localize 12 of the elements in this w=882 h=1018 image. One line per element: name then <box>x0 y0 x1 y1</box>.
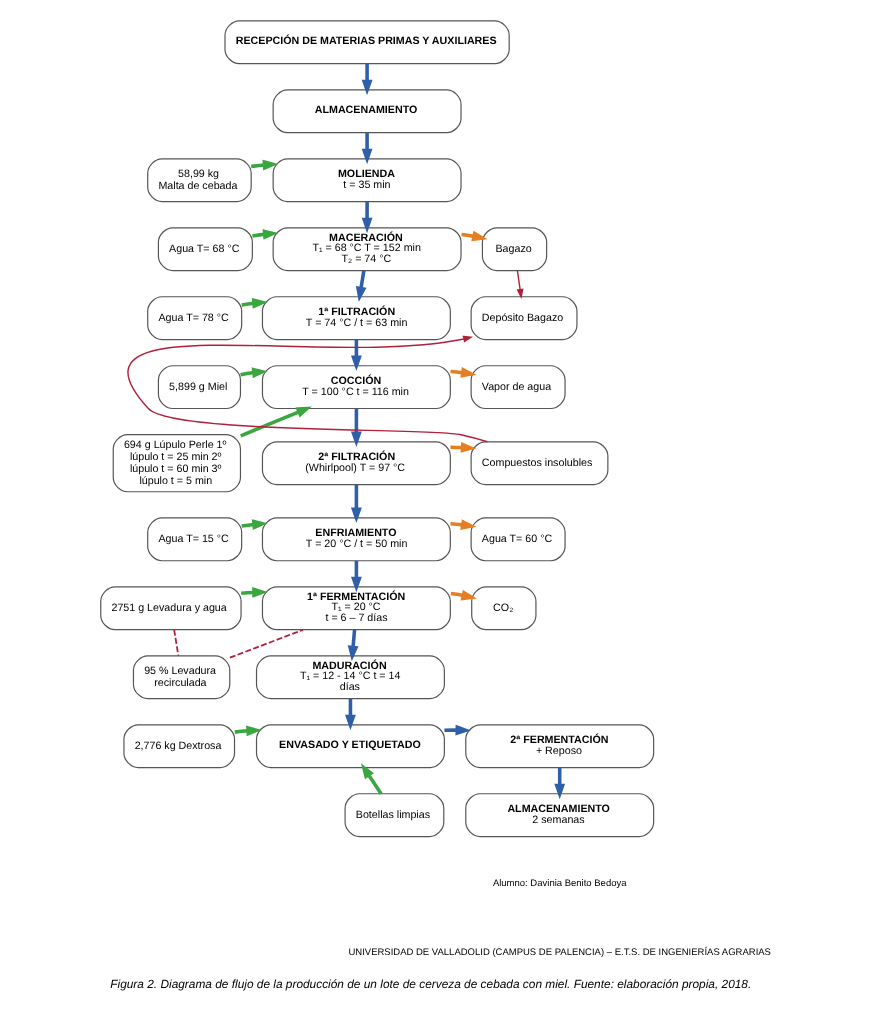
arrow <box>360 63 372 96</box>
arrow <box>515 270 523 299</box>
arrow <box>443 724 470 736</box>
arrow <box>449 442 476 453</box>
arrow <box>360 132 372 165</box>
arrow <box>349 408 361 448</box>
arrow <box>349 484 361 524</box>
arrow <box>359 763 382 795</box>
arrow <box>449 589 476 601</box>
arrow <box>239 406 311 438</box>
arrow <box>360 201 372 234</box>
connector <box>172 628 179 657</box>
